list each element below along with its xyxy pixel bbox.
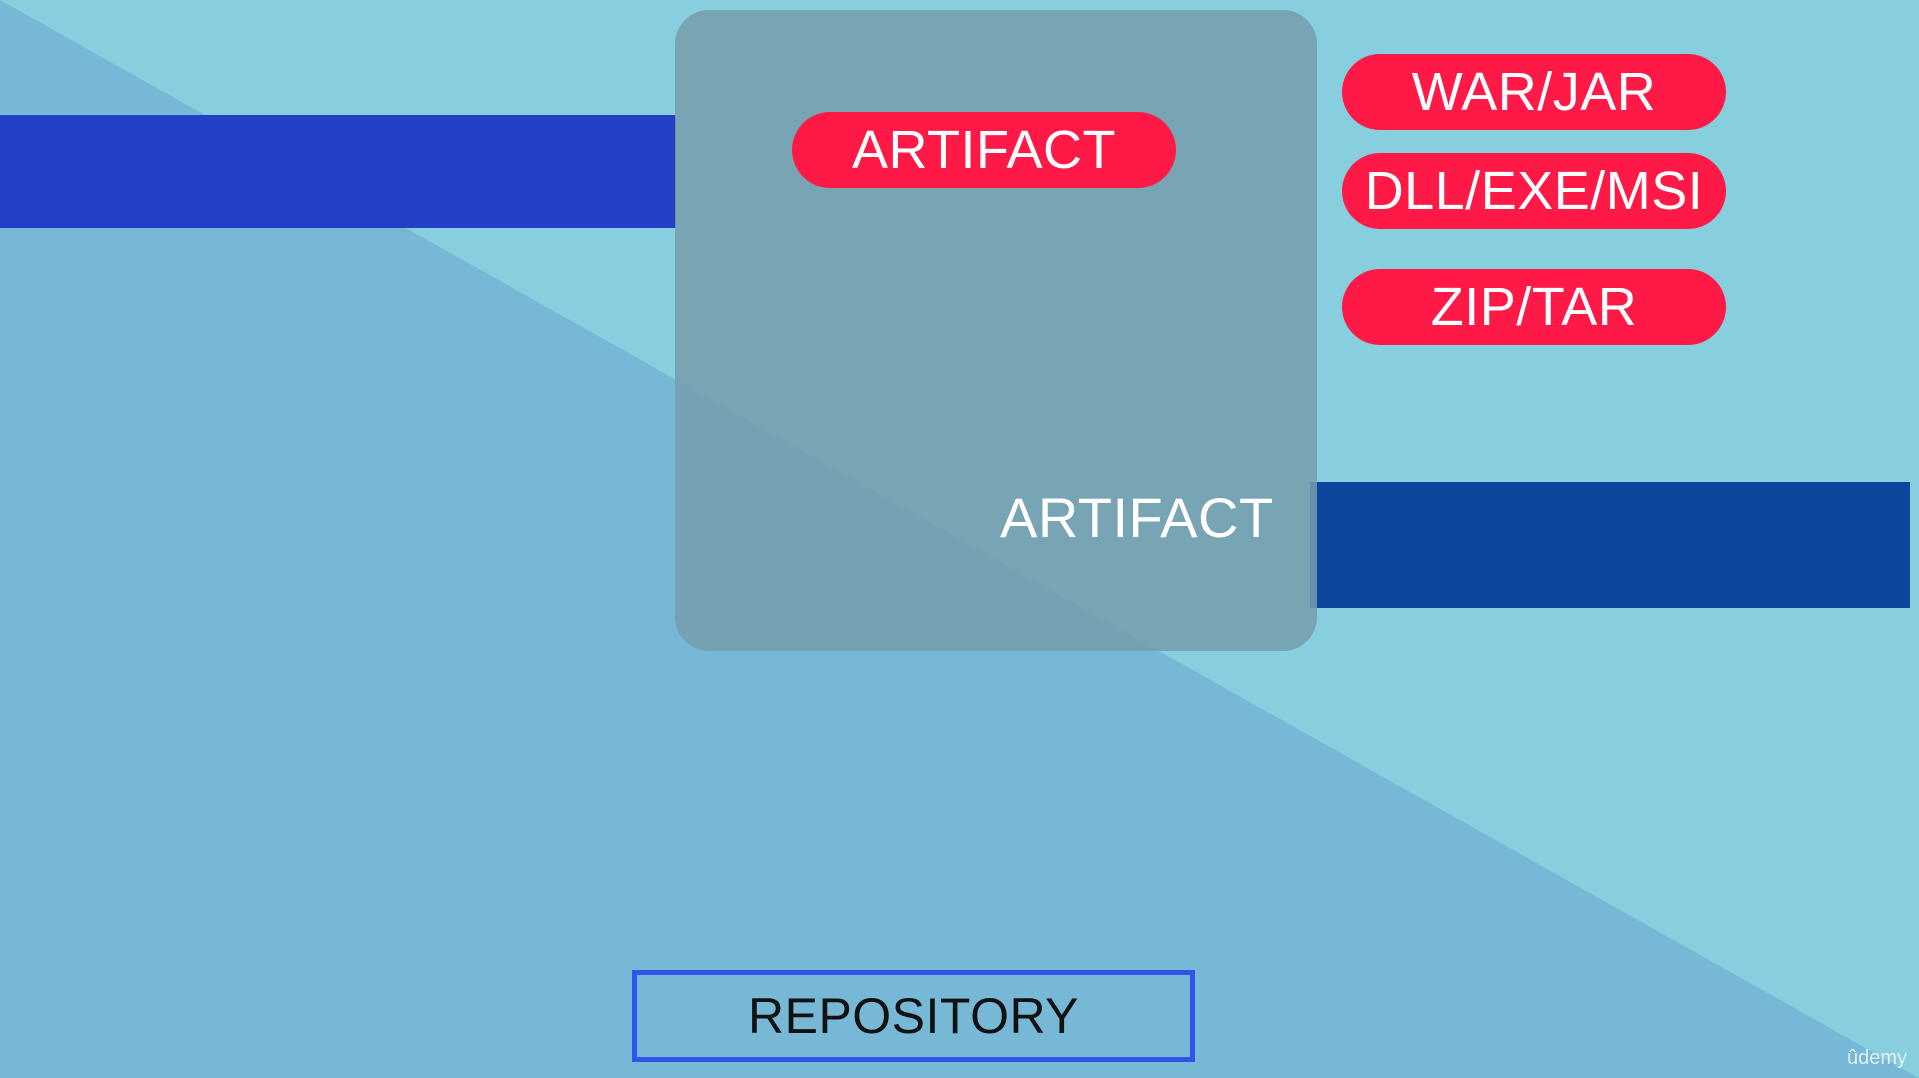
artifact-text-label: ARTIFACT	[1000, 486, 1274, 549]
artifact-pill: ARTIFACT	[792, 112, 1176, 188]
udemy-watermark: ûdemy	[1846, 1047, 1907, 1069]
war-jar-pill: WAR/JAR	[1342, 54, 1726, 130]
right-output-bar	[1310, 482, 1910, 608]
zip-tar-label: ZIP/TAR	[1430, 277, 1638, 337]
zip-tar-pill: ZIP/TAR	[1342, 269, 1726, 345]
dll-exe-msi-label: DLL/EXE/MSI	[1364, 161, 1704, 221]
artifact-container-box	[675, 10, 1317, 651]
repository-box: REPOSITORY	[632, 970, 1195, 1062]
left-input-bar	[0, 115, 676, 228]
war-jar-label: WAR/JAR	[1411, 62, 1657, 122]
artifact-pill-label: ARTIFACT	[851, 120, 1117, 180]
dll-exe-msi-pill: DLL/EXE/MSI	[1342, 153, 1726, 229]
repository-label: REPOSITORY	[747, 988, 1080, 1044]
